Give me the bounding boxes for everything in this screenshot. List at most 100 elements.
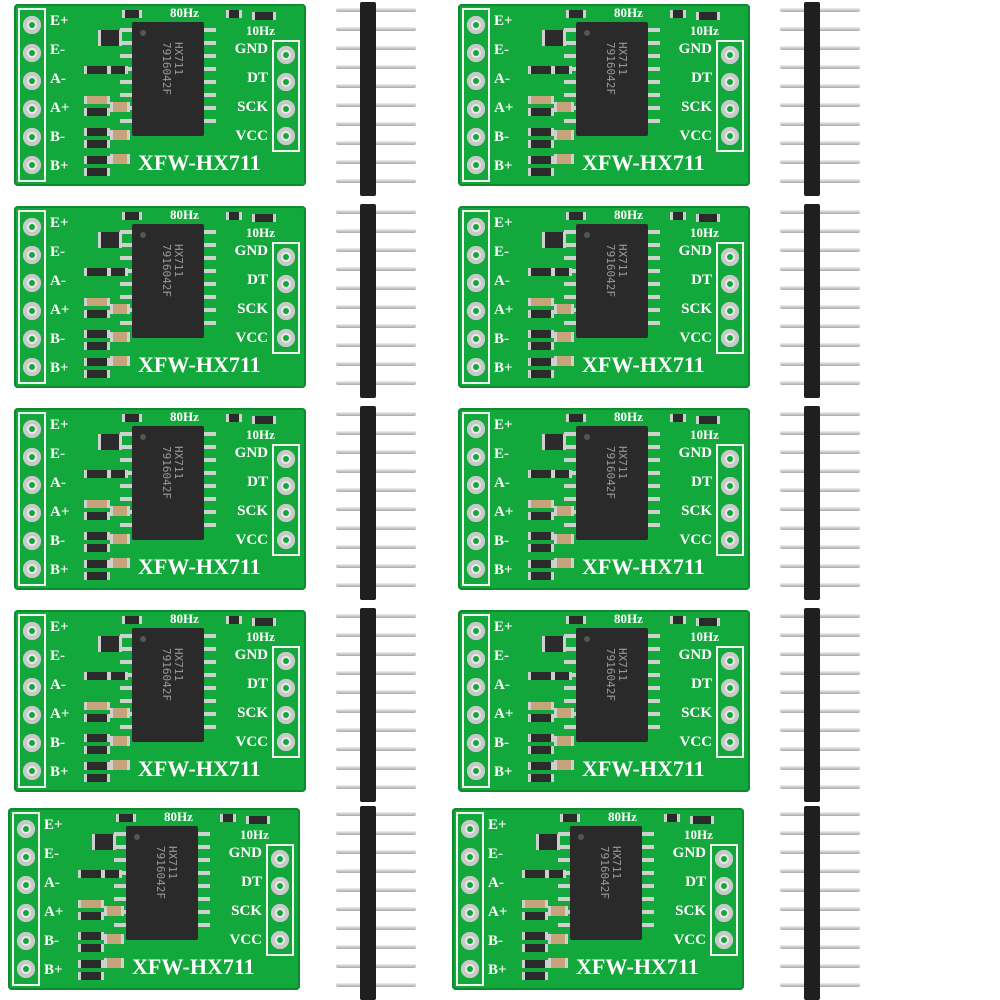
smd-capacitor (110, 356, 130, 366)
chip-leg (646, 67, 660, 71)
smd-resistor (84, 108, 110, 116)
chip-leg (646, 321, 660, 325)
header-pin (336, 812, 416, 816)
smd-resistor (528, 168, 554, 176)
smd-resistor (84, 268, 110, 276)
chip-leg (196, 897, 210, 901)
chip-leg (646, 647, 660, 651)
chip-leg (564, 54, 578, 58)
rate-label-80hz: 80Hz (170, 409, 199, 424)
chip-leg (558, 884, 572, 888)
smd-component (696, 12, 720, 20)
chip-leg (646, 634, 660, 638)
smd-resistor (108, 66, 128, 74)
rate-label-80hz: 80Hz (170, 207, 199, 222)
chip-leg (114, 897, 128, 901)
header-plastic-body (804, 806, 820, 1000)
header-pin (780, 614, 860, 618)
chip-leg (196, 845, 210, 849)
header-pin (336, 267, 416, 271)
pin-header (780, 204, 860, 398)
chip-leg (640, 858, 654, 862)
header-pin (336, 412, 416, 416)
smd-resistor (552, 66, 572, 74)
smd-resistor (528, 156, 554, 164)
solder-pad (271, 850, 289, 868)
solder-pad (461, 820, 479, 838)
smd-resistor (84, 774, 110, 782)
chip-leg (114, 884, 128, 888)
smd-component (122, 616, 142, 624)
smd-resistor (84, 714, 110, 722)
smd-resistor (552, 470, 572, 478)
pin-label-right: VCC (235, 532, 269, 548)
solder-pad (721, 73, 739, 91)
chip-leg (120, 80, 134, 84)
pin-label-right: GND (678, 243, 712, 259)
solder-pad (23, 448, 41, 466)
smd-capacitor (554, 708, 574, 718)
smd-component (696, 416, 720, 424)
smd-capacitor (528, 702, 554, 710)
left-pad-strip (12, 812, 40, 986)
solder-pad (467, 246, 485, 264)
smd-capacitor (548, 958, 568, 968)
solder-pad (721, 100, 739, 118)
pin-label-left: E+ (488, 817, 507, 833)
header-pin (780, 362, 860, 366)
smd-capacitor (110, 332, 130, 342)
header-plastic-body (804, 2, 820, 196)
smd-capacitor (84, 298, 110, 306)
smd-resistor (528, 544, 554, 552)
board-title: XFW-HX711 (582, 150, 705, 175)
smd-resistor (84, 342, 110, 350)
header-pin (336, 850, 416, 854)
chip-leg (564, 497, 578, 501)
smd-capacitor (554, 304, 574, 314)
pin-label-left: E- (44, 846, 59, 862)
chip-lot: 7916042F (598, 846, 611, 899)
smd-capacitor (554, 736, 574, 746)
chip-lot: 7916042F (160, 244, 173, 297)
board-title: XFW-HX711 (138, 554, 261, 579)
chip-lot: 7916042F (604, 648, 617, 701)
solder-pad (721, 531, 739, 549)
chip-model: HX711 (172, 648, 185, 682)
header-pin (780, 728, 860, 732)
smd-resistor (528, 532, 554, 540)
board-title: XFW-HX711 (138, 150, 261, 175)
chip-leg (202, 67, 216, 71)
chip-leg (558, 923, 572, 927)
smd-resistor (84, 560, 110, 568)
right-pad-strip (272, 40, 300, 152)
smd-component (122, 414, 142, 422)
smd-resistor (84, 66, 110, 74)
smd-capacitor (554, 332, 574, 342)
smd-capacitor (554, 130, 574, 140)
solder-pad (721, 329, 739, 347)
solder-pad (467, 476, 485, 494)
header-pin (780, 926, 860, 930)
solder-pad (17, 848, 35, 866)
pin-label-right: GND (234, 243, 268, 259)
pin-label-left: B- (494, 533, 509, 549)
chip-model: HX711 (166, 846, 179, 880)
pin-label-left: E+ (50, 619, 69, 635)
header-pin (336, 964, 416, 968)
solder-pad (467, 44, 485, 62)
solder-pad (467, 762, 485, 780)
chip-leg (640, 832, 654, 836)
header-pin (336, 248, 416, 252)
solder-pad (467, 358, 485, 376)
chip-leg (120, 634, 134, 638)
header-pin (336, 210, 416, 214)
